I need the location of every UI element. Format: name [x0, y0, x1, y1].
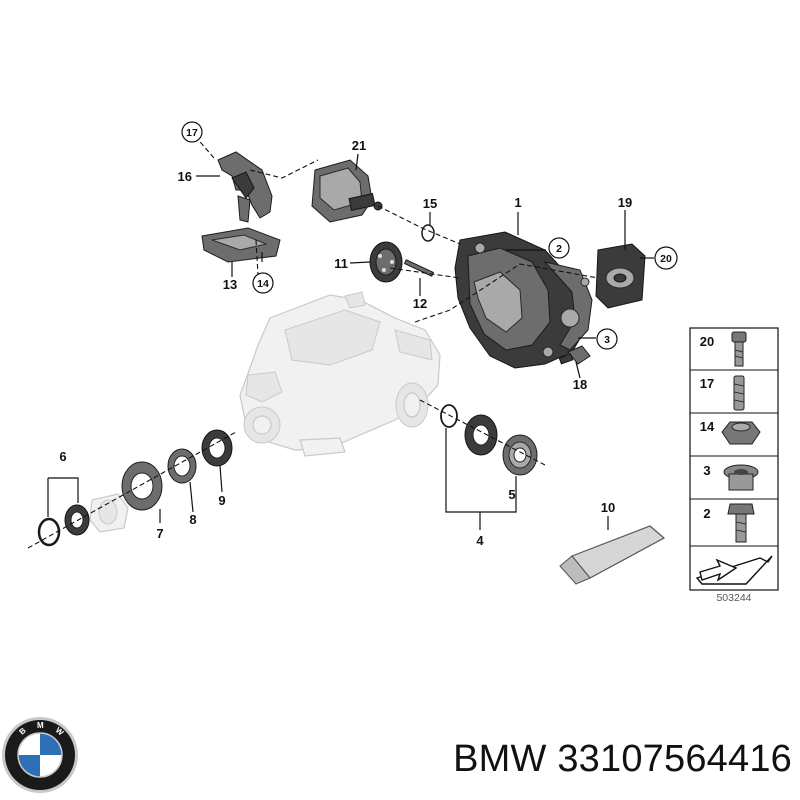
- drawing-number: 503244: [716, 592, 752, 604]
- callout-19-label: 19: [618, 195, 632, 210]
- seal-ring-part-6a: [37, 517, 61, 547]
- shield-plate-part-13: [201, 227, 281, 263]
- callout-16-label: 16: [178, 169, 192, 184]
- differential-housing-ghost: [239, 291, 441, 457]
- nut-14-icon: [721, 421, 761, 445]
- callout-8-label: 8: [189, 512, 196, 527]
- callout-1-label: 1: [514, 195, 521, 210]
- pin-part-12: [403, 259, 435, 277]
- bmw-logo-letter-m: M: [37, 721, 44, 730]
- bmw-logo-letter-w: W: [54, 726, 66, 738]
- callout-2-label: 2: [556, 243, 562, 255]
- legend-row-5-label: 2: [703, 506, 710, 521]
- legend-row-1-label: 20: [700, 334, 714, 349]
- rubber-mount-part-19: [595, 243, 646, 309]
- callout-2: 2: [548, 237, 570, 259]
- legend-row-2-label: 17: [700, 376, 714, 391]
- actuator-motor-part-21: [311, 159, 383, 223]
- bearing-part-5: [502, 434, 538, 476]
- legend-row-4-label: 3: [703, 463, 710, 478]
- callout-21-label: 21: [352, 138, 366, 153]
- sensor-part-18: [558, 345, 591, 365]
- callout-3-label: 3: [604, 334, 610, 346]
- callout-15-label: 15: [423, 196, 437, 211]
- o-ring-part-4a: [440, 404, 458, 428]
- callout-12-label: 12: [413, 296, 427, 311]
- plug-screw-3-icon: [723, 464, 759, 491]
- bolt-2-icon: [727, 503, 755, 543]
- part-caption: BMW 33107564416: [412, 738, 792, 781]
- callout-5-label: 5: [508, 487, 515, 502]
- callout-7-label: 7: [156, 526, 163, 541]
- callout-20: 20: [654, 246, 678, 270]
- stud-17-icon: [733, 375, 745, 411]
- callout-18-label: 18: [573, 377, 587, 392]
- gear-wheel-part-11: [369, 241, 403, 283]
- shim-ring-part-7: [121, 461, 163, 511]
- bolt-20-icon: [731, 331, 747, 367]
- fastener-legend: 20 17 14 3 2: [689, 327, 779, 591]
- callout-13-label: 13: [223, 277, 237, 292]
- callout-3: 3: [596, 328, 618, 350]
- callout-11-label: 11: [334, 256, 348, 271]
- callout-9-label: 9: [218, 493, 225, 508]
- brand-name: BMW: [453, 738, 547, 780]
- flange-ghost: [89, 493, 129, 533]
- arrow-symbol-icon: [695, 555, 773, 585]
- callout-4-label: 4: [476, 533, 484, 548]
- spacer-ring-part-8: [167, 448, 197, 484]
- bmw-logo-letter-b: B: [18, 726, 28, 737]
- callout-14-label: 14: [257, 278, 269, 290]
- legend-row-3-label: 14: [700, 419, 715, 434]
- callout-6-label: 6: [59, 449, 66, 464]
- callout-10-label: 10: [601, 500, 615, 515]
- rear-cover-part-1: [454, 231, 593, 369]
- sealant-tube-part-10: [559, 525, 666, 585]
- callout-20-label: 20: [660, 253, 672, 265]
- seal-ring-part-6b: [64, 504, 90, 536]
- callout-14: 14: [252, 272, 274, 294]
- shaft-seal-part-4b: [464, 414, 498, 456]
- part-number: 33107564416: [557, 738, 792, 780]
- bracket-part-16: [217, 151, 273, 223]
- bmw-logo: B M W: [2, 717, 78, 793]
- callout-17: 17: [181, 121, 203, 143]
- callout-17-label: 17: [186, 127, 198, 139]
- o-ring-part-15: [421, 224, 435, 242]
